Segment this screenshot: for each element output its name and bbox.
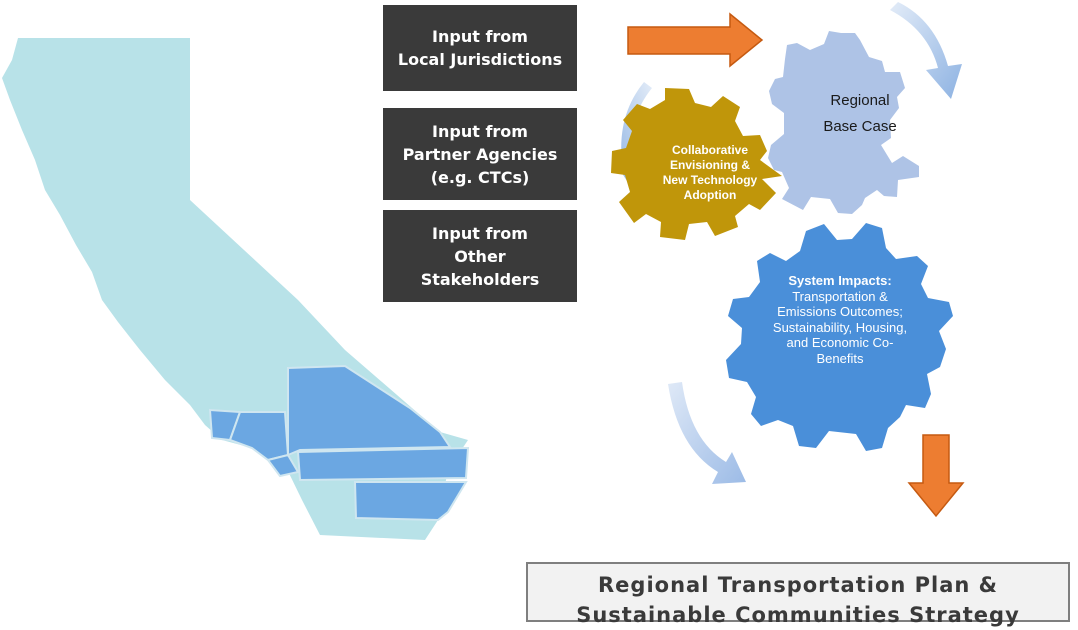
input-local-jurisdictions: Input from Local Jurisdictions: [383, 5, 577, 91]
impacts-label-line-1: Transportation &: [792, 288, 888, 304]
envisioning-label: Collaborative Envisioning & New Technolo…: [640, 143, 780, 203]
impacts-label-line-5: Benefits: [816, 350, 864, 366]
cycle-arrow-top-right: [890, 2, 962, 99]
impacts-label-line-2: Emissions Outcomes;: [777, 304, 903, 319]
impacts-label-line-3: Sustainability, Housing,: [772, 319, 908, 335]
california-map: [2, 38, 470, 540]
cycle-arrow-bottom-left: [668, 382, 746, 484]
diagram-graphics: [2, 2, 965, 540]
gear-impacts: [726, 223, 953, 451]
base-case-label: Regional Base Case: [805, 88, 915, 140]
flow-arrow-down: [907, 434, 965, 518]
input-partner-agencies-line-3: (e.g. CTCs): [430, 167, 530, 187]
southern-california-region: [208, 364, 470, 522]
input-other-stakeholders-line-3: Stakeholders: [420, 269, 540, 289]
base-case-label-line-2: Base Case: [823, 118, 897, 135]
input-other-stakeholders: Input from Other Stakeholders: [383, 210, 577, 302]
impacts-label-line-4: and Economic Co-: [786, 335, 894, 350]
envisioning-label-line-4: Adoption: [683, 188, 737, 202]
gear-envisioning: [611, 88, 782, 240]
input-other-stakeholders-line-1: Input from: [432, 223, 528, 243]
output-plan-line-1: Regional Transportation Plan &: [598, 573, 998, 597]
base-case-label-line-1: Regional: [830, 92, 890, 109]
input-partner-agencies: Input from Partner Agencies (e.g. CTCs): [383, 108, 577, 200]
envisioning-label-line-2: Envisioning &: [669, 158, 750, 172]
output-plan-line-2: Sustainable Communities Strategy: [576, 603, 1020, 627]
input-partner-agencies-line-1: Input from: [432, 121, 528, 141]
impacts-label-title: System Impacts:: [788, 273, 892, 288]
flow-arrow-right: [627, 12, 764, 68]
input-local-jurisdictions-line-2: Local Jurisdictions: [397, 50, 563, 69]
impacts-label: System Impacts: Transportation & Emissio…: [750, 273, 930, 366]
envisioning-label-line-1: Collaborative: [671, 143, 749, 157]
envisioning-label-line-3: New Technology: [662, 173, 758, 187]
input-local-jurisdictions-line-1: Input from: [432, 27, 528, 46]
input-other-stakeholders-line-2: Other: [454, 246, 506, 266]
input-partner-agencies-line-2: Partner Agencies: [402, 144, 558, 164]
gear-base-case: [768, 31, 919, 214]
output-plan-box: Regional Transportation Plan & Sustainab…: [526, 562, 1070, 627]
